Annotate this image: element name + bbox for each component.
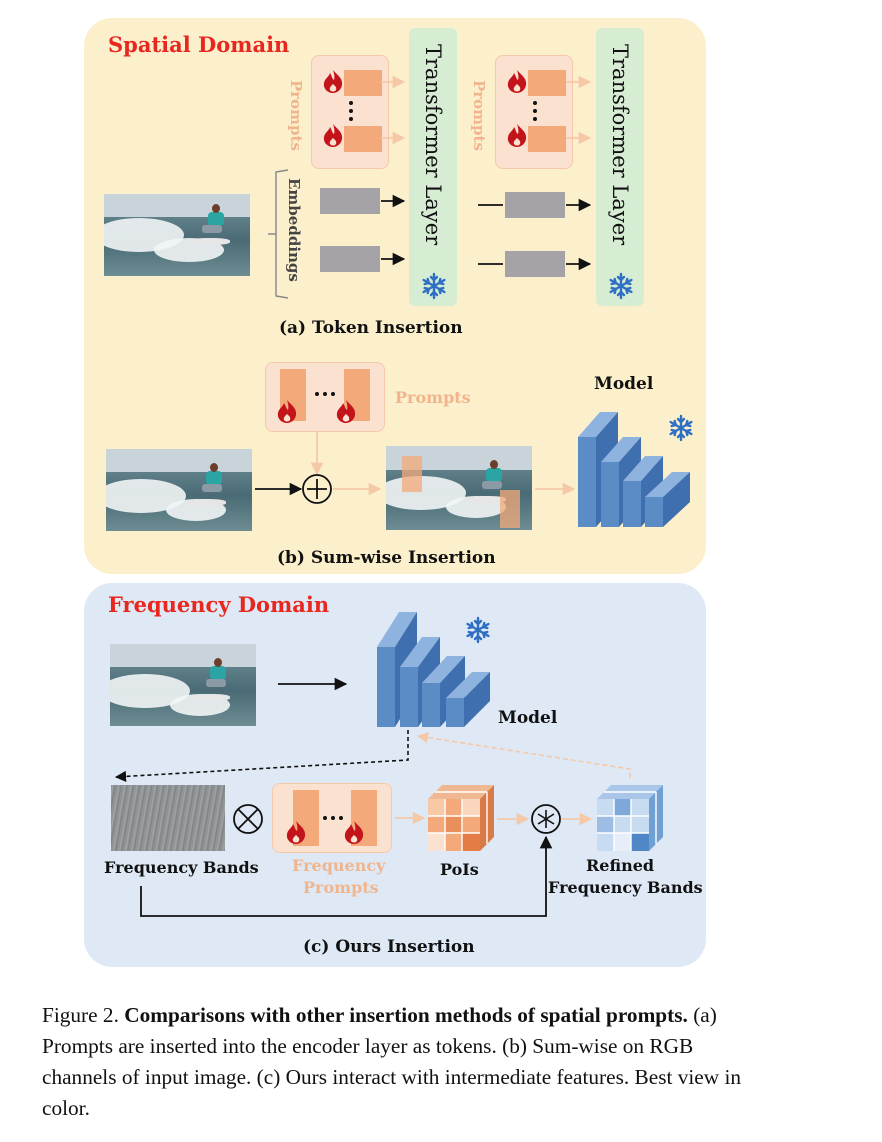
prompts-label-b: Prompts (395, 388, 471, 407)
embedding-arrows-a (381, 194, 592, 271)
plus-circle-icon (302, 474, 332, 504)
fire-icon (286, 821, 364, 844)
pois-cube (428, 785, 494, 851)
transformer-layer-1-label: Transformer Layer (421, 44, 445, 246)
feedback-arrow (416, 732, 631, 778)
transformer-layer-1 (409, 28, 457, 306)
times-circle-icon (233, 804, 263, 834)
skip-connection-arrow (140, 835, 553, 917)
fire-icon (323, 70, 527, 147)
caption-rest: (a) Prompts are inserted into the encode… (42, 1003, 742, 1120)
prompts-label-a2: Prompts (470, 80, 488, 151)
model-label-b: Model (594, 374, 654, 394)
prompted-image-b (386, 446, 532, 530)
asterisk-circle-icon (531, 804, 561, 834)
caption-lead: Figure 2. (42, 1003, 119, 1027)
embedding-token (505, 251, 565, 277)
embeddings-bracket (268, 169, 289, 299)
snowflake-icon (466, 616, 490, 644)
frequency-bands-label: Frequency Bands (104, 858, 259, 877)
embeddings-label: Embeddings (285, 178, 303, 282)
caption-bold: Comparisons with other insertion methods… (124, 1003, 688, 1027)
input-image-a (104, 194, 250, 276)
input-image-c (110, 644, 256, 726)
frequency-prompts-label-1: Frequency (292, 856, 386, 875)
prompt-overlay (500, 490, 520, 528)
ellipsis-icon (349, 101, 537, 121)
ellipsis-icon (315, 392, 335, 396)
prompt-bar (528, 70, 566, 96)
fire-icon (277, 400, 356, 423)
refined-label-2: Frequency Bands (548, 878, 703, 897)
feature-extraction-arrow (114, 730, 409, 783)
prompt-bar (344, 126, 382, 152)
prompt-bar (344, 70, 382, 96)
caption-a: (a) Token Insertion (279, 318, 463, 338)
frequency-bands-image (111, 785, 225, 851)
frequency-prompts-label-2: Prompts (303, 878, 379, 897)
ellipsis-icon (323, 816, 343, 820)
caption-c: (c) Ours Insertion (303, 937, 475, 957)
snowflake-icon (422, 272, 633, 300)
embedding-token (320, 188, 380, 214)
frequency-domain-title: Frequency Domain (108, 592, 330, 617)
embedding-token (505, 192, 565, 218)
snowflake-icon (669, 414, 693, 442)
embedding-token (320, 246, 380, 272)
refined-frequency-cube (597, 785, 663, 851)
refined-label-1: Refined (586, 856, 655, 875)
caption-b: (b) Sum-wise Insertion (277, 548, 496, 568)
spatial-domain-title: Spatial Domain (108, 32, 290, 57)
prompt-arrows-a (381, 75, 592, 145)
transformer-layer-2 (596, 28, 644, 306)
prompt-overlay (402, 456, 422, 492)
model-block-b (578, 412, 690, 527)
model-label-c: Model (498, 708, 558, 728)
transformer-layer-2-label: Transformer Layer (608, 44, 632, 246)
figure-caption: Figure 2. Comparisons with other inserti… (42, 1000, 762, 1124)
input-image-b (106, 449, 252, 531)
diagram-graphics (114, 70, 693, 917)
prompts-label-a1: Prompts (287, 80, 305, 151)
prompt-box-a1 (311, 55, 389, 169)
pois-label: PoIs (440, 860, 479, 879)
model-block-c (377, 612, 490, 727)
prompt-bar (528, 126, 566, 152)
